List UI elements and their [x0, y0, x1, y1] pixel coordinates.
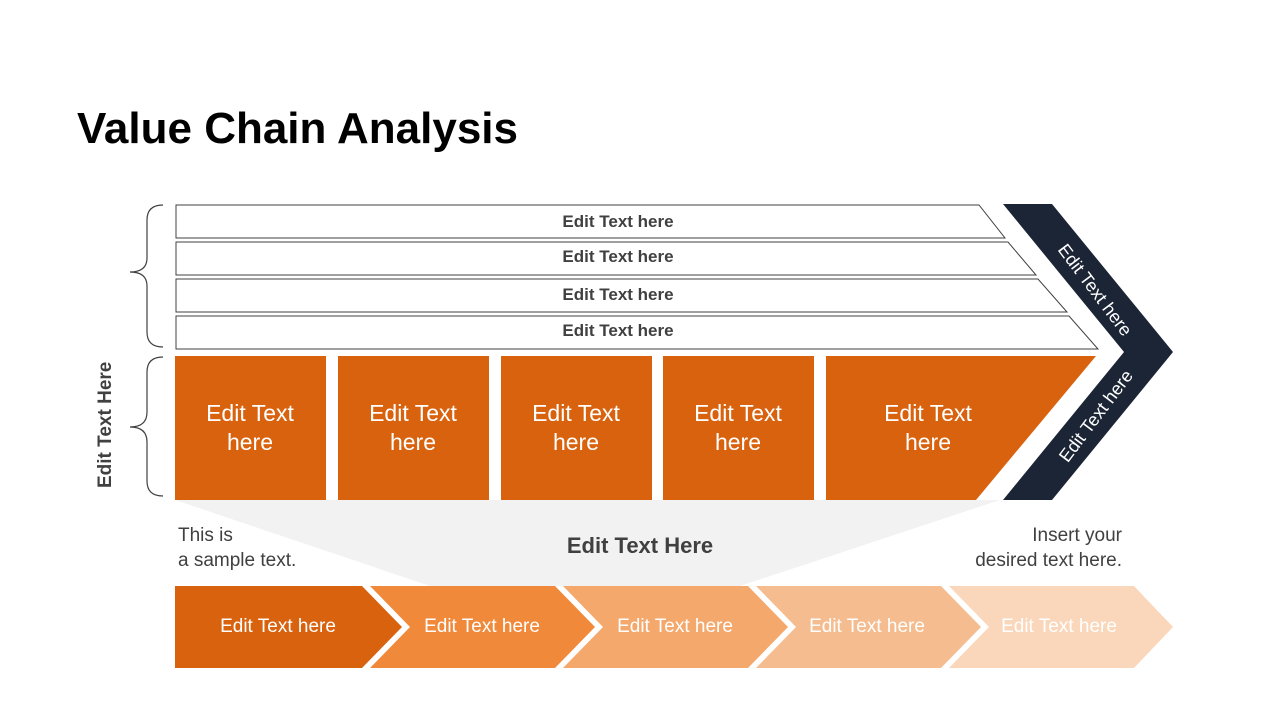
note-right: Insert your desired text here.: [975, 525, 1122, 571]
step-label-1: Edit Text here: [220, 616, 336, 637]
primary-box-label-5: Edit Text here: [884, 400, 972, 455]
step-arrow-5[interactable]: [949, 586, 1173, 668]
primary-box-1[interactable]: [175, 356, 326, 500]
center-label: Edit Text Here: [566, 533, 714, 558]
step-arrow-2[interactable]: [370, 586, 595, 668]
page-title: Value Chain Analysis: [77, 104, 518, 153]
support-bar-1[interactable]: [175, 204, 1007, 239]
support-bar-4[interactable]: [175, 315, 1100, 350]
primary-box-3[interactable]: [501, 356, 652, 500]
step-arrow-3[interactable]: [563, 586, 788, 668]
step-label-5: Edit Text here: [1001, 616, 1117, 637]
primary-box-label-4: Edit Text here: [694, 400, 782, 455]
support-bar-label-3: Edit Text here: [562, 285, 674, 304]
step-label-3: Edit Text here: [617, 616, 733, 637]
primary-box-4[interactable]: [663, 356, 814, 500]
support-bar-label-4: Edit Text here: [562, 321, 674, 340]
step-label-2: Edit Text here: [424, 616, 540, 637]
primary-box-label-2: Edit Text here: [369, 400, 457, 455]
funnel-shape: [175, 500, 1000, 586]
support-bar-label-2: Edit Text here: [562, 247, 674, 266]
step-arrow-4[interactable]: [756, 586, 981, 668]
step-arrow-1[interactable]: [175, 586, 402, 668]
step-label-4: Edit Text here: [809, 616, 925, 637]
note-left: This is a sample text.: [178, 525, 297, 571]
support-bar-3[interactable]: [175, 278, 1069, 313]
primary-box-label-1: Edit Text here: [206, 400, 294, 455]
margin-chevron[interactable]: [1003, 204, 1173, 500]
primary-box-2[interactable]: [338, 356, 489, 500]
primary-brace: [129, 356, 164, 497]
primary-box-label-3: Edit Text here: [532, 400, 620, 455]
side-label: Edit Text Here: [95, 361, 116, 488]
support-brace: [129, 204, 164, 348]
support-bar-label-1: Edit Text here: [562, 212, 674, 231]
primary-box-5[interactable]: [826, 356, 1096, 500]
support-bar-2[interactable]: [175, 241, 1038, 276]
